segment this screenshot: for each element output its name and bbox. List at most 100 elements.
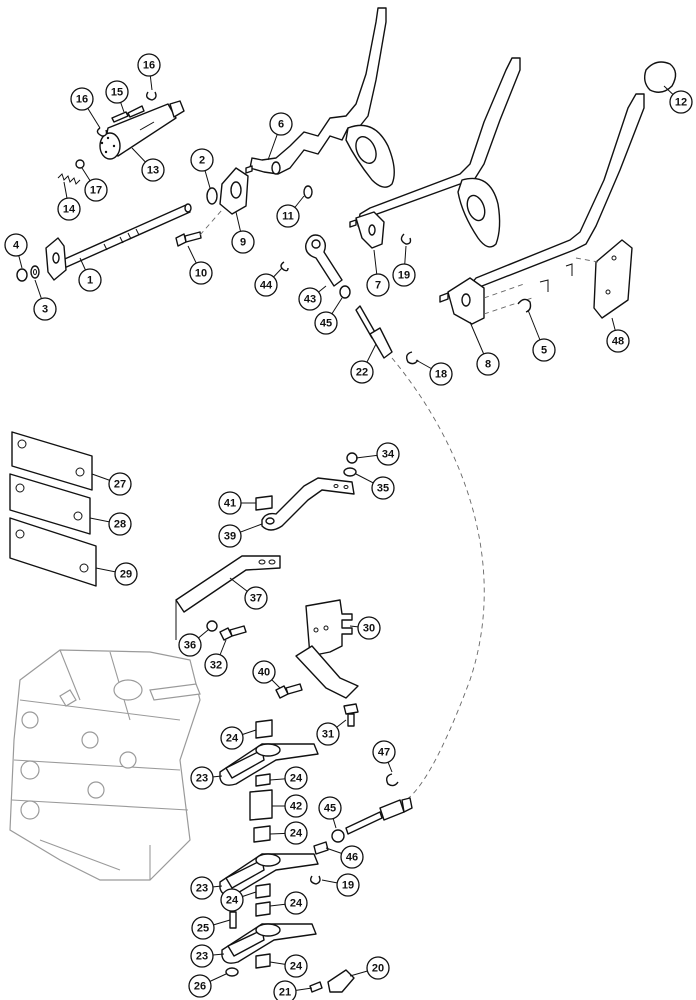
callout-number: 45 [324,803,336,815]
callout-circle [218,524,242,548]
callout-number: 24 [290,773,303,785]
callout-41: 41 [218,491,242,515]
callout-4: 4 [4,233,28,257]
washer [206,620,218,632]
callout-circle [78,268,102,292]
callout-35: 35 [371,476,395,500]
callout-3: 3 [33,297,57,321]
support-bracket [175,555,281,640]
bracket-arm [261,477,355,531]
callout-number: 25 [197,923,209,935]
link-rod [305,234,343,287]
bushing [331,829,345,843]
callout-32: 32 [204,653,228,677]
callout-circle [57,197,81,221]
callout-number: 46 [346,852,358,864]
callout-15: 15 [105,80,129,104]
callout-circle [137,53,161,77]
callout-circle [178,633,202,657]
callout-circle [340,845,364,869]
callout-number: 29 [120,569,132,581]
callout-40: 40 [252,660,276,684]
callout-circle [190,876,214,900]
callout-18: 18 [429,362,453,386]
callout-number: 19 [342,880,354,892]
callout-circle [108,512,132,536]
callout-circle [350,360,374,384]
bushing [339,285,351,299]
callout-19: 19 [392,263,416,287]
spacer-tube [249,789,273,821]
callout-number: 20 [372,963,384,975]
callout-circle [392,263,416,287]
callout-27: 27 [108,472,132,496]
callout-number: 24 [290,828,303,840]
callout-circle [366,956,390,980]
callout-circle [220,726,244,750]
bolt [219,625,247,641]
callout-24: 24 [284,821,308,845]
callout-circle [318,796,342,820]
shaft [45,203,192,281]
callout-14: 14 [57,197,81,221]
callout-circle [70,87,94,111]
pin [111,105,145,123]
callout-1: 1 [78,268,102,292]
callout-circle [252,660,276,684]
gasket [11,431,93,491]
callout-circle [204,653,228,677]
callout-circle [532,338,556,362]
gasket [9,517,97,587]
callout-number: 14 [63,204,76,216]
callout-7: 7 [366,273,390,297]
callout-42: 42 [284,794,308,818]
callout-number: 44 [260,280,273,292]
bushing [255,883,271,899]
clip [517,298,532,313]
callout-circle [314,311,338,335]
callout-circle [220,888,244,912]
washer [343,467,357,477]
callout-circle [316,722,340,746]
callout-number: 17 [90,185,102,197]
callout-number: 11 [282,211,294,223]
callout-circle [284,821,308,845]
bracket [219,167,249,215]
callout-number: 41 [224,498,236,510]
callout-number: 34 [382,449,395,461]
bushing [255,953,271,969]
callout-number: 2 [199,155,205,167]
spring [57,173,81,185]
callout-number: 16 [143,60,155,72]
callout-number: 24 [226,733,239,745]
ball [75,159,85,169]
callout-21: 21 [273,980,297,1000]
mounting-plate [593,239,633,319]
callout-circle [372,740,396,764]
callout-number: 28 [114,519,126,531]
callout-30: 30 [357,616,381,640]
bushing [253,825,271,843]
callout-24: 24 [284,954,308,978]
callout-number: 42 [290,801,302,813]
callout-circle [105,80,129,104]
callout-circle [84,178,108,202]
callout-circle [188,974,212,998]
pin [309,981,323,993]
callout-circle [284,954,308,978]
nut [346,452,358,464]
callout-number: 6 [278,119,284,131]
callout-circle [114,562,138,586]
callout-6: 6 [269,112,293,136]
cable-clevis [327,969,355,993]
callout-circle [669,90,693,114]
callout-number: 45 [320,318,332,330]
callout-39: 39 [218,524,242,548]
callout-layer: 1234567891011121314151616171819192021222… [4,53,693,1000]
washer [206,187,218,205]
callout-16: 16 [137,53,161,77]
clip [405,351,419,365]
callout-circle [189,261,213,285]
spacer [255,495,273,511]
